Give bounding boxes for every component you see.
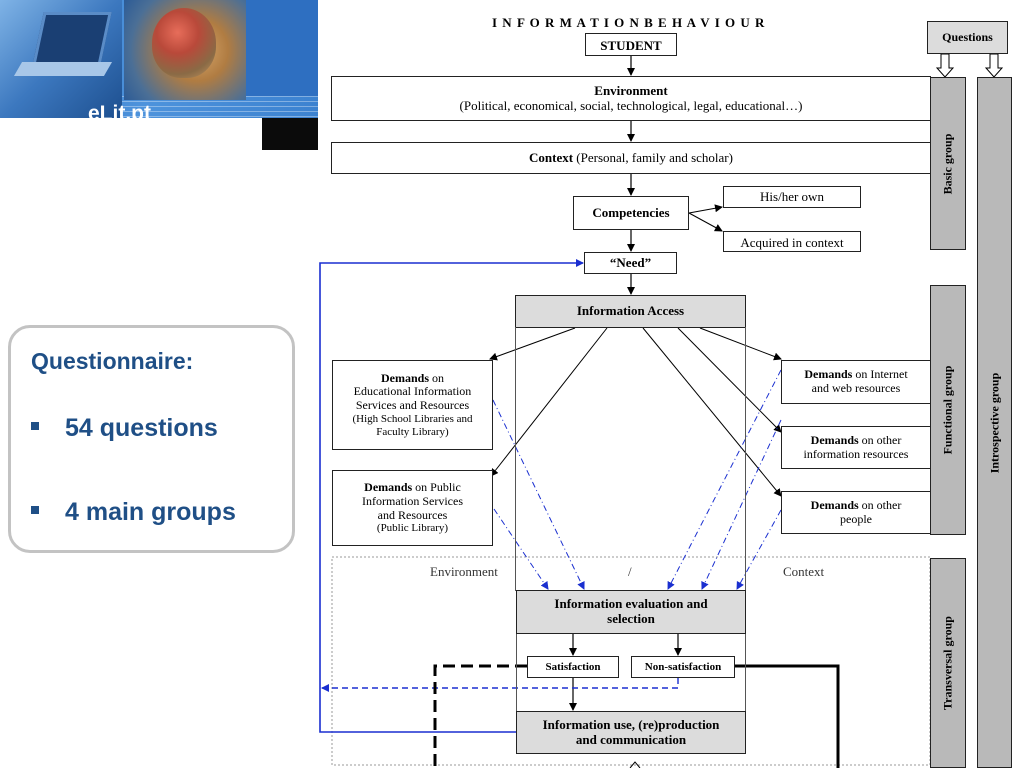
non-satisfaction-line — [735, 664, 840, 768]
context-label: Context — [783, 564, 825, 579]
brain-photo — [124, 0, 246, 100]
demand-public-box: Demands on Public Information Services a… — [332, 470, 493, 546]
demand-internet-line: and web resources — [811, 381, 901, 395]
flow-other-info-evaluation — [701, 419, 782, 590]
evaluation-line: selection — [607, 611, 655, 626]
demand-internet-box: Demands on Internet and web resources — [781, 360, 931, 404]
flow-edu-evaluation — [492, 399, 585, 590]
introspective-group-label: Introspective group — [987, 372, 1001, 473]
context-box: Context (Personal, family and scholar) — [331, 142, 931, 174]
demand-people-heading: Demands on other — [810, 497, 902, 513]
functional-group-bar: Functional group — [930, 285, 966, 535]
demand-public-note: (Public Library) — [376, 522, 449, 535]
evaluation-line: Information evaluation and — [554, 596, 708, 612]
own-competencies-box: His/her own — [723, 186, 861, 208]
information-use-line: and communication — [575, 731, 687, 747]
environment-label: Environment — [430, 564, 498, 579]
demand-other-info-box: Demands on other information resources — [781, 426, 931, 469]
non-satisfaction-box: Non-satisfaction — [631, 656, 735, 678]
arrow-access-internet — [699, 327, 782, 361]
basic-group-bar: Basic group — [930, 77, 966, 250]
transversal-group-label: Transversal group — [940, 616, 955, 710]
demand-internet-bold: Demands — [804, 367, 853, 382]
demand-edu-note: Faculty Library) — [376, 425, 449, 438]
environment-box: Environment (Political, economical, soci… — [331, 76, 931, 121]
demand-edu-note: (High School Libraries and — [352, 413, 473, 426]
demand-edu-rest: on — [429, 370, 444, 385]
basic-group-label: Basic group — [940, 133, 955, 194]
feedback-use-to-need — [319, 259, 584, 733]
environment-detail: (Political, economical, social, technolo… — [459, 97, 803, 113]
demand-edu-heading: Demands on — [380, 370, 444, 386]
demand-other-info-line: information resources — [803, 446, 909, 461]
environment-title: Environment — [594, 82, 668, 98]
competencies-box: Competencies — [573, 196, 689, 230]
flow-people-evaluation — [736, 509, 782, 590]
laptop-photo — [0, 0, 122, 118]
site-logo: eLit.pt — [88, 102, 151, 125]
banner-right-panel — [246, 0, 318, 96]
questions-arrow-introspective — [984, 53, 1004, 78]
questionnaire-card: Questionnaire: 54 questions 4 main group… — [8, 325, 295, 553]
satisfaction-dashed-line — [433, 664, 527, 768]
demand-edu-bold: Demands — [380, 370, 429, 385]
questions-box: Questions — [927, 21, 1008, 54]
banner-dark-block — [262, 118, 318, 150]
demand-edu-line: Services and Resources — [355, 398, 470, 413]
questionnaire-title: Questionnaire: — [31, 348, 194, 374]
environment-context-slash: / — [628, 564, 632, 579]
acquired-competencies-box: Acquired in context — [723, 231, 861, 252]
introspective-group-bar: Introspective group — [977, 77, 1012, 768]
bullet-icon — [31, 422, 39, 431]
questions-arrow-basic — [935, 53, 955, 78]
satisfaction-box: Satisfaction — [527, 656, 619, 678]
demand-edu-line: Educational Information — [353, 384, 472, 399]
demand-public-line: and Resources — [377, 507, 448, 522]
arrow-access-edu — [489, 327, 576, 361]
demand-internet-rest: on Internet — [852, 367, 908, 382]
demand-other-info-heading: Demands on other — [810, 432, 902, 448]
demand-public-bold: Demands — [364, 479, 413, 494]
context-detail: (Personal, family and scholar) — [576, 149, 733, 165]
feedback-non-satisfaction — [321, 678, 679, 692]
demand-public-line: Information Services — [362, 493, 463, 508]
information-access-box: Information Access — [515, 295, 746, 328]
demand-public-rest: on Public — [412, 479, 461, 494]
arrow-competencies-acquired — [688, 212, 723, 232]
information-use-box: Information use, (re)production and comm… — [516, 711, 746, 754]
arrow-access-public — [490, 327, 608, 477]
demand-people-line: people — [840, 511, 872, 526]
need-box: “Need” — [584, 252, 677, 274]
header-banner: eLit.pt — [0, 0, 318, 150]
context-title: Context — [529, 149, 574, 165]
demand-other-info-bold: Demands — [810, 432, 859, 447]
demand-edu-box: Demands on Educational Information Servi… — [332, 360, 493, 450]
information-use-line: Information use, (re)production — [542, 716, 720, 732]
flow-internet-evaluation — [667, 369, 782, 590]
arrow-competencies-own — [688, 204, 723, 214]
demand-people-box: Demands on other people — [781, 491, 931, 534]
demand-internet-heading: Demands on Internet — [804, 367, 908, 382]
transversal-group-bar: Transversal group — [930, 558, 966, 768]
demand-people-bold: Demands — [810, 497, 859, 512]
demand-people-rest: on other — [858, 497, 902, 512]
questionnaire-item: 4 main groups — [31, 498, 236, 527]
demand-other-info-rest: on other — [858, 432, 902, 447]
questionnaire-item-text: 4 main groups — [65, 498, 236, 526]
brain-icon — [152, 8, 216, 78]
questionnaire-item: 54 questions — [31, 414, 218, 443]
flow-public-evaluation — [493, 508, 549, 590]
evaluation-box: Information evaluation and selection — [516, 590, 746, 634]
bullet-icon — [31, 506, 39, 515]
questionnaire-item-text: 54 questions — [65, 414, 218, 442]
diagram-title: I N F O R M A T I O N B E H A V I O U R — [492, 15, 766, 30]
arrow-access-people — [642, 327, 782, 497]
student-box: STUDENT — [585, 33, 677, 56]
bottom-arrow-tip — [629, 761, 641, 768]
access-column-outline — [515, 327, 746, 591]
arrow-access-other-info — [677, 327, 782, 433]
demand-public-heading: Demands on Public — [364, 479, 461, 495]
functional-group-label: Functional group — [940, 365, 955, 455]
